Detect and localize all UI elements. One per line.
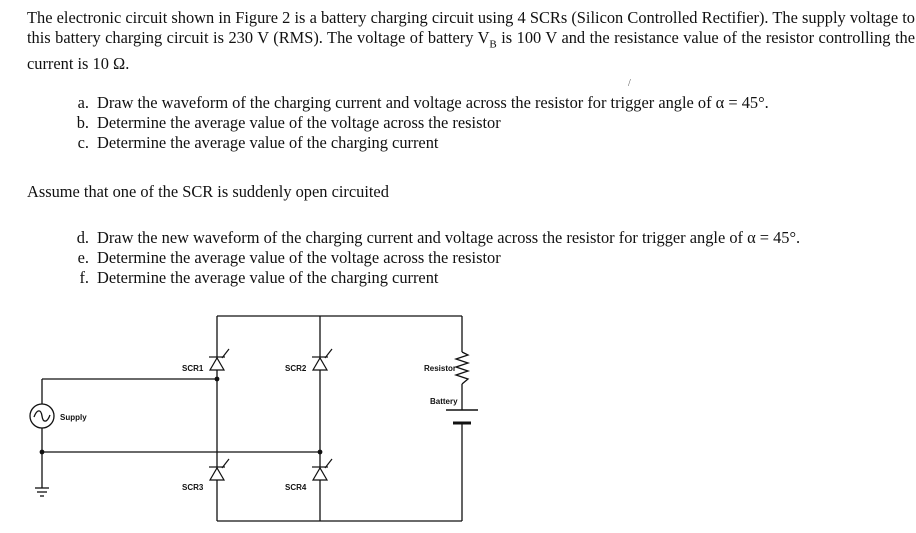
item-text: Determine the average value of the charg…	[97, 133, 439, 152]
scr2-label: SCR2	[285, 364, 307, 373]
scr1-label: SCR1	[182, 364, 204, 373]
scr4-label: SCR4	[285, 483, 307, 492]
item-label: e.	[77, 248, 89, 267]
battery-label: Battery	[430, 397, 458, 406]
supply-label: Supply	[60, 413, 87, 422]
supply-source-icon	[29, 403, 55, 429]
item-label: a.	[77, 93, 89, 112]
assumption-text: Assume that one of the SCR is suddenly o…	[27, 182, 389, 201]
document: The electronic circuit shown in Figure 2…	[27, 8, 915, 287]
scr3-label: SCR3	[182, 483, 204, 492]
intro-subscript: B	[489, 38, 497, 51]
item-label: b.	[76, 113, 89, 132]
scr4-symbol	[311, 458, 333, 481]
list-item: c. Determine the average value of the cha…	[55, 133, 769, 153]
circuit-diagram: SCR1 SCR2 SCR3 SCR4 Supply Resistor Batt…	[29, 315, 478, 522]
item-text: Draw the new waveform of the charging cu…	[97, 228, 801, 247]
item-text: Determine the average value of the volta…	[97, 248, 501, 267]
question-list-2: d. Draw the new waveform of the charging …	[55, 228, 800, 288]
scr3-symbol	[208, 458, 230, 481]
item-label: c.	[77, 133, 89, 152]
item-label: d.	[76, 228, 89, 247]
scr1-symbol	[208, 348, 230, 371]
question-list-1: a. Draw the waveform of the charging curr…	[55, 93, 769, 153]
intro-tail: is 100 V and the resistance value of the…	[27, 28, 915, 74]
list-item: e. Determine the average value of the vol…	[55, 248, 800, 268]
item-text: Determine the average value of the volta…	[97, 113, 501, 132]
list-item: d. Draw the new waveform of the charging …	[55, 228, 800, 248]
item-text: Draw the waveform of the charging curren…	[97, 93, 769, 112]
scr2-symbol	[311, 348, 333, 371]
intro-text: The electronic circuit shown in Figure 2…	[27, 8, 915, 47]
resistor-label: Resistor	[424, 364, 456, 373]
list-item: f. Determine the average value of the cha…	[55, 268, 800, 288]
list-item: b. Determine the average value of the vol…	[55, 113, 769, 133]
item-text: Determine the average value of the charg…	[97, 268, 439, 287]
item-label: f.	[79, 268, 89, 287]
resistor-symbol	[453, 351, 471, 385]
stray-mark: /	[628, 78, 631, 89]
list-item: a. Draw the waveform of the charging curr…	[55, 93, 769, 113]
problem-intro: The electronic circuit shown in Figure 2…	[27, 8, 915, 74]
